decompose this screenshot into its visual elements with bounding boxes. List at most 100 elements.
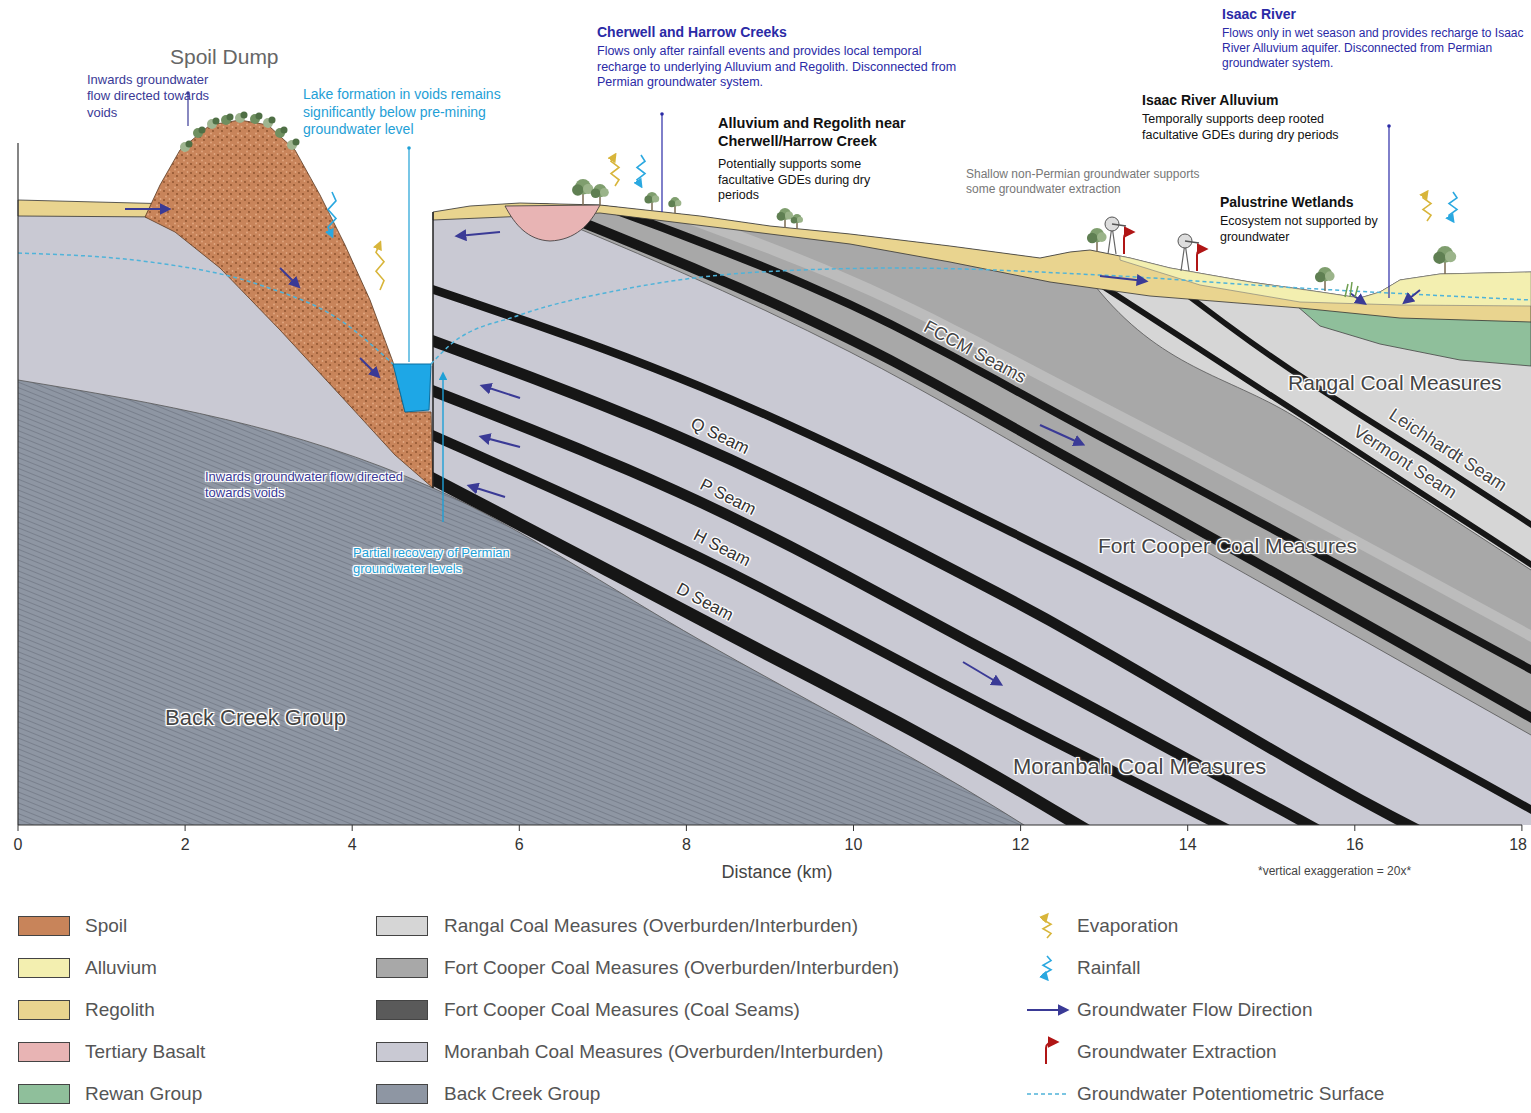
evaporation-symbol	[1043, 915, 1051, 938]
axis-tick	[1187, 825, 1188, 831]
extraction-arrow	[1124, 232, 1132, 254]
legend-potentiometric-line	[1027, 1093, 1068, 1095]
legend-swatch	[18, 1084, 70, 1104]
rainfall-symbol	[1449, 192, 1457, 221]
legend-swatch	[376, 1000, 428, 1020]
moranbah-measures	[0, 0, 1531, 900]
tree-crown	[1097, 232, 1107, 242]
flow-arrow	[1350, 293, 1364, 303]
tree-crown	[797, 217, 803, 223]
rainfall-symbol	[637, 155, 645, 186]
unit-name: Back Creek Group	[165, 704, 346, 732]
leader-line-dot	[1387, 124, 1391, 128]
coal-seam	[433, 285, 1531, 814]
river-heading: Isaac River	[1222, 6, 1296, 24]
spoil-vegetation	[256, 113, 263, 120]
flow-arrow	[963, 662, 1000, 684]
flow-note: Inwards groundwater flow directed toward…	[87, 72, 219, 121]
coal-seam	[433, 385, 1531, 952]
unit-boundary	[510, 200, 1531, 735]
leader-line-dot	[660, 112, 664, 116]
spoil-dump	[145, 120, 433, 488]
lake-note: Lake formation in voids remains signific…	[303, 86, 518, 139]
axis-tick	[686, 825, 687, 831]
legend-swatch	[18, 916, 70, 936]
legend-text: Fort Cooper Coal Measures (Overburden/In…	[444, 956, 899, 980]
leader-line	[1388, 126, 1389, 298]
tree-symbol	[791, 214, 803, 229]
tree-crown	[777, 212, 786, 221]
unit-name: Fort Cooper Coal Measures	[1098, 533, 1357, 559]
highwall	[432, 212, 434, 488]
tree-symbol	[1433, 246, 1456, 274]
rainfall-symbol	[1043, 956, 1051, 979]
tree-symbol	[644, 192, 659, 210]
tree-crown	[675, 200, 681, 206]
tree-crown	[1315, 272, 1326, 283]
tree-crown	[652, 195, 659, 202]
flow-arrow	[458, 232, 500, 236]
exaggeration-note: *vertical exaggeration = 20x*	[1258, 864, 1411, 879]
spoil-vegetation	[199, 127, 206, 134]
spoil-vegetation	[293, 139, 300, 146]
tree-symbol	[572, 179, 593, 205]
legend-swatch	[18, 958, 70, 978]
potentiometric-surface	[18, 253, 393, 364]
coal-seam	[433, 430, 1531, 991]
flow-arrow	[360, 358, 378, 376]
legend-text: Rangal Coal Measures (Overburden/Interbu…	[444, 914, 858, 938]
tree-crown	[1445, 251, 1456, 262]
tree-symbol	[777, 208, 793, 228]
leader-line-dot	[407, 146, 411, 150]
evaporation-symbol	[1423, 192, 1431, 221]
legend-flow-arrow	[1027, 1009, 1066, 1011]
regolith-layer	[433, 203, 1531, 322]
axis-tick-label: 6	[515, 835, 524, 855]
flow-note: Inwards groundwater flow directed toward…	[205, 469, 405, 502]
axis-tick	[1354, 825, 1355, 831]
axis-tick-label: 14	[1179, 835, 1197, 855]
legend-text: Alluvium	[85, 956, 157, 980]
gde-note: Temporally supports deep rooted facultat…	[1142, 112, 1377, 143]
axis-tick-label: 16	[1346, 835, 1364, 855]
axis-tick	[18, 825, 19, 831]
legend-swatch	[18, 1000, 70, 1020]
axis-left	[17, 143, 18, 825]
recovery-arrow	[442, 374, 443, 522]
legend-text: Spoil	[85, 914, 127, 938]
extraction-note: Shallow non-Permian groundwater supports…	[966, 167, 1221, 197]
spoil-vegetation	[269, 117, 276, 124]
tree-crown	[600, 188, 609, 197]
legend-extraction-arrow	[1046, 1042, 1056, 1064]
coal-seam	[433, 472, 1531, 1074]
flow-arrow	[1100, 276, 1145, 281]
flow-arrow	[280, 268, 298, 286]
spoil-vegetation	[186, 141, 193, 148]
gde-note: Potentially supports some facultative GD…	[718, 157, 888, 204]
axis-tick	[352, 825, 353, 831]
legend-text: Groundwater Potentiometric Surface	[1077, 1082, 1384, 1106]
windmill-symbol	[1178, 234, 1205, 271]
windmill-symbol	[1105, 217, 1132, 254]
flow-arrow	[482, 437, 520, 447]
spoil-dump-title: Spoil Dump	[170, 44, 279, 70]
unit-name: Moranbah Coal Measures	[1013, 753, 1266, 781]
legend-text: Evaporation	[1077, 914, 1178, 938]
wetland-heading: Palustrine Wetlands	[1220, 194, 1354, 212]
tree-symbol	[1315, 267, 1335, 291]
legend-swatch	[376, 1042, 428, 1062]
wetland-note: Ecosystem not supported by groundwater	[1220, 214, 1385, 245]
axis-tick	[185, 825, 186, 831]
axis-title: Distance (km)	[721, 861, 832, 884]
wetland-grass	[1345, 282, 1358, 297]
tertiary-basalt	[505, 205, 600, 241]
axis-tick	[519, 825, 520, 831]
flow-arrow	[1040, 425, 1082, 444]
unit-name: Rangal Coal Measures	[1288, 370, 1502, 396]
spoil-vegetation	[281, 127, 288, 134]
spoil-vegetation	[213, 118, 220, 125]
axis-tick-label: 4	[348, 835, 357, 855]
legend-text: Tertiary Basalt	[85, 1040, 205, 1064]
tree-crown	[644, 196, 652, 204]
